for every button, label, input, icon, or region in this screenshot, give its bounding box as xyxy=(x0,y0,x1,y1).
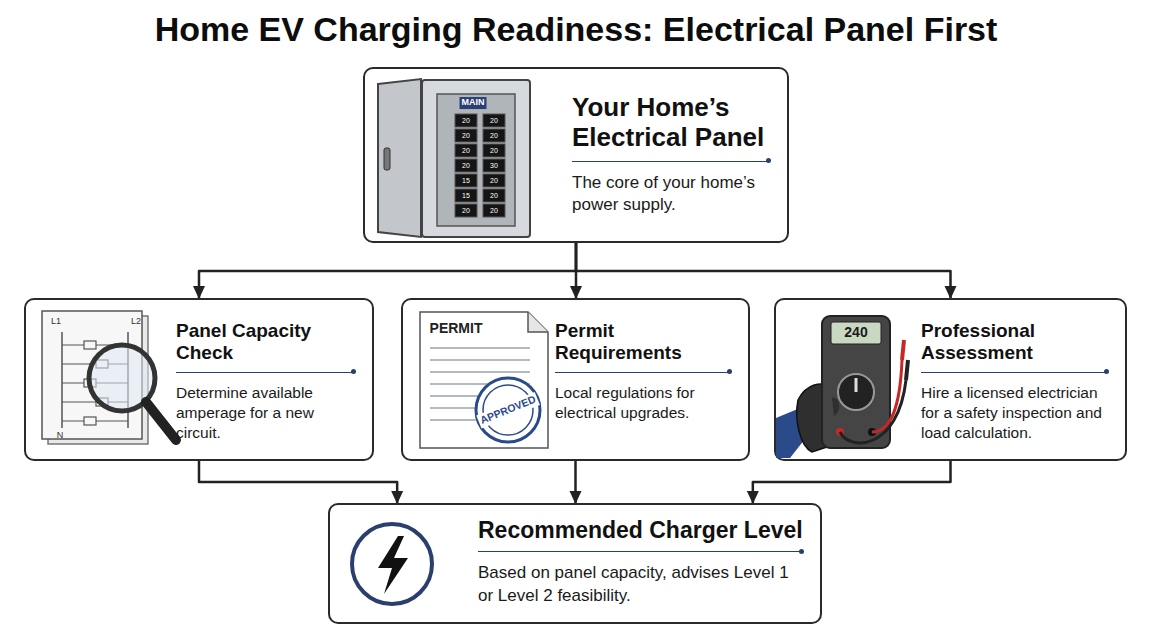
breaker xyxy=(455,189,477,202)
breaker xyxy=(455,159,477,172)
connector-arrow xyxy=(199,461,397,503)
process-box: Recommended Charger LevelBased on panel … xyxy=(328,503,822,624)
breaker-rating: 20 xyxy=(490,207,498,215)
text-line xyxy=(430,395,478,397)
rung xyxy=(62,420,128,421)
process-box: Professional AssessmentHire a licensed e… xyxy=(774,298,1127,461)
heading-divider xyxy=(478,551,800,552)
heading-divider xyxy=(572,161,767,162)
diagram-title: Home EV Charging Readiness: Electrical P… xyxy=(0,10,1152,49)
connector-arrow xyxy=(199,243,576,298)
breaker xyxy=(455,114,477,127)
component xyxy=(96,398,108,406)
panel-main-label: MAIN xyxy=(460,97,487,109)
breaker xyxy=(483,189,505,202)
component xyxy=(84,417,96,425)
breaker-rating: 20 xyxy=(462,147,470,155)
breaker xyxy=(455,129,477,142)
breaker-rating: 20 xyxy=(462,132,470,140)
line-label: L1 xyxy=(51,317,61,327)
breaker xyxy=(455,204,477,217)
line-label: N xyxy=(57,431,64,441)
box-description: Local regulations for electrical upgrade… xyxy=(555,383,734,423)
text-line xyxy=(430,383,530,385)
box-description: The core of your home’s power supply. xyxy=(572,172,773,216)
text-line xyxy=(430,407,478,409)
component xyxy=(84,341,96,349)
breaker xyxy=(483,129,505,142)
heading-divider xyxy=(176,372,352,373)
box-description: Determine available amperage for a new c… xyxy=(176,383,358,443)
text-line xyxy=(430,359,530,361)
permit-heading: PERMIT xyxy=(430,321,483,336)
breaker xyxy=(483,114,505,127)
box-heading: Professional Assessment xyxy=(921,320,1111,364)
process-box: Your Home’s Electrical PanelThe core of … xyxy=(363,67,789,243)
connector-arrow xyxy=(575,243,578,298)
breaker-rating: 20 xyxy=(490,192,498,200)
breaker-rating: 15 xyxy=(462,177,470,185)
line-label: L2 xyxy=(131,317,141,327)
rung xyxy=(62,382,128,383)
text-line xyxy=(430,419,478,421)
breaker-rating: 20 xyxy=(490,147,498,155)
process-box: Panel Capacity CheckDetermine available … xyxy=(24,298,374,461)
permit-illustration xyxy=(420,312,548,448)
breaker-rating: 20 xyxy=(490,177,498,185)
heading-divider xyxy=(921,372,1105,373)
box-heading: Your Home’s Electrical Panel xyxy=(572,93,773,153)
breaker-rating: 20 xyxy=(490,117,498,125)
panel-illustration xyxy=(378,79,530,237)
connector-arrow xyxy=(574,461,577,503)
breaker xyxy=(483,159,505,172)
box-description: Hire a licensed electrician for a safety… xyxy=(921,383,1111,443)
charger-icon xyxy=(352,524,432,604)
breaker xyxy=(483,204,505,217)
connector-arrow xyxy=(753,461,951,503)
breaker-rating: 20 xyxy=(462,207,470,215)
rung xyxy=(62,344,128,345)
component xyxy=(96,360,108,368)
breaker-rating: 30 xyxy=(490,162,498,170)
box-description: Based on panel capacity, advises Level 1… xyxy=(478,562,806,606)
breaker-rating: 15 xyxy=(462,192,470,200)
breaker-rating: 20 xyxy=(490,132,498,140)
breaker-rating: 20 xyxy=(462,162,470,170)
breaker xyxy=(483,144,505,157)
meter-reading: 240 xyxy=(844,325,867,340)
text-line xyxy=(430,371,530,373)
heading-divider xyxy=(555,372,728,373)
multimeter-illustration xyxy=(776,316,908,458)
rung xyxy=(62,363,128,364)
schematic-illustration xyxy=(42,311,176,444)
rung xyxy=(62,401,128,402)
breaker xyxy=(455,174,477,187)
breaker xyxy=(455,144,477,157)
breaker-rating: 20 xyxy=(462,117,470,125)
component xyxy=(84,379,96,387)
box-heading: Recommended Charger Level xyxy=(478,517,806,543)
box-heading: Permit Requirements xyxy=(555,320,734,364)
box-heading: Panel Capacity Check xyxy=(176,320,358,364)
connector-arrow xyxy=(576,243,951,298)
breaker xyxy=(483,174,505,187)
text-line xyxy=(430,347,530,349)
